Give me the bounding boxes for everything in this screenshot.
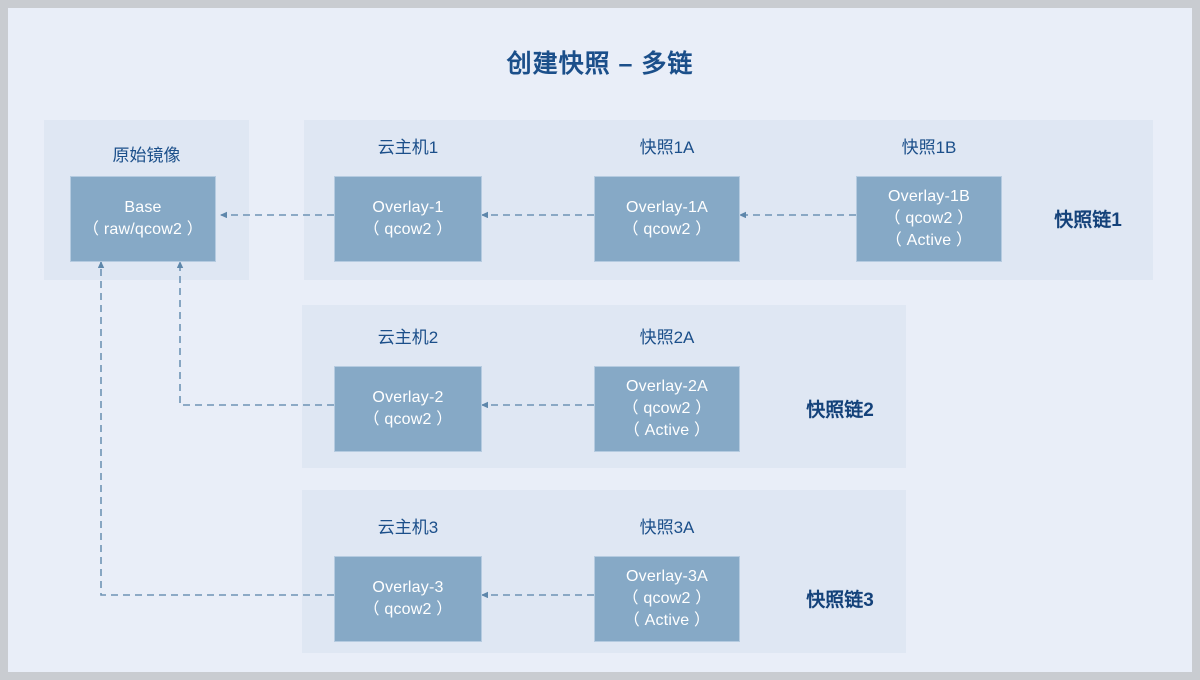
caption-cloud-host-3: 云主机3 [377,518,439,537]
caption-cloud-host-2: 云主机2 [377,328,439,347]
node-overlay-3a-line2: （ qcow2 ） [622,590,712,607]
caption-snapshot-1a: 快照1A [639,138,695,157]
node-overlay-1b-line1: Overlay-1B [887,188,971,205]
caption-original-image: 原始镜像 [112,146,181,165]
caption-snapshot-2a: 快照2A [639,328,695,347]
node-overlay-1[interactable]: Overlay-1 （ qcow2 ） [334,176,482,262]
chain-label-3: 快照链3 [806,590,874,611]
node-overlay-3-line2: （ qcow2 ） [363,601,453,618]
node-base-line1: Base [124,199,162,216]
node-overlay-1b[interactable]: Overlay-1B （ qcow2 ） （ Active ） [856,176,1002,262]
caption-snapshot-1b: 快照1B [901,138,957,157]
node-base-line2: （ raw/qcow2 ） [83,221,203,238]
caption-cloud-host-1: 云主机1 [377,138,439,157]
page-title: 创建快照 – 多链 [506,50,694,78]
node-overlay-3a[interactable]: Overlay-3A （ qcow2 ） （ Active ） [594,556,740,642]
diagram-canvas: 创建快照 – 多链 原始镜像 Base （ raw/qcow2 ） [8,8,1192,672]
node-overlay-3a-line1: Overlay-3A [625,568,709,585]
chain-label-2: 快照链2 [806,400,874,421]
node-overlay-1a-line1: Overlay-1A [625,199,709,216]
node-overlay-2a-line3: （ Active ） [623,422,711,439]
node-overlay-2a-line2: （ qcow2 ） [622,400,712,417]
node-overlay-3-line1: Overlay-3 [372,579,444,596]
connector-overlay3-to-base [97,261,334,596]
node-overlay-1b-line2: （ qcow2 ） [884,210,974,227]
node-overlay-1-line1: Overlay-1 [372,199,444,216]
node-overlay-2a-line1: Overlay-2A [625,378,709,395]
node-base[interactable]: Base （ raw/qcow2 ） [70,176,216,262]
node-overlay-2[interactable]: Overlay-2 （ qcow2 ） [334,366,482,452]
chain-label-1: 快照链1 [1054,210,1122,231]
node-overlay-1-line2: （ qcow2 ） [363,221,453,238]
node-overlay-2-line1: Overlay-2 [372,389,444,406]
node-overlay-1b-line3: （ Active ） [885,232,973,249]
node-overlay-1a-line2: （ qcow2 ） [622,221,712,238]
node-overlay-3[interactable]: Overlay-3 （ qcow2 ） [334,556,482,642]
node-overlay-1a[interactable]: Overlay-1A （ qcow2 ） [594,176,740,262]
node-overlay-3a-line3: （ Active ） [623,612,711,629]
node-overlay-2a[interactable]: Overlay-2A （ qcow2 ） （ Active ） [594,366,740,452]
node-overlay-2-line2: （ qcow2 ） [363,411,453,428]
caption-snapshot-3a: 快照3A [639,518,695,537]
